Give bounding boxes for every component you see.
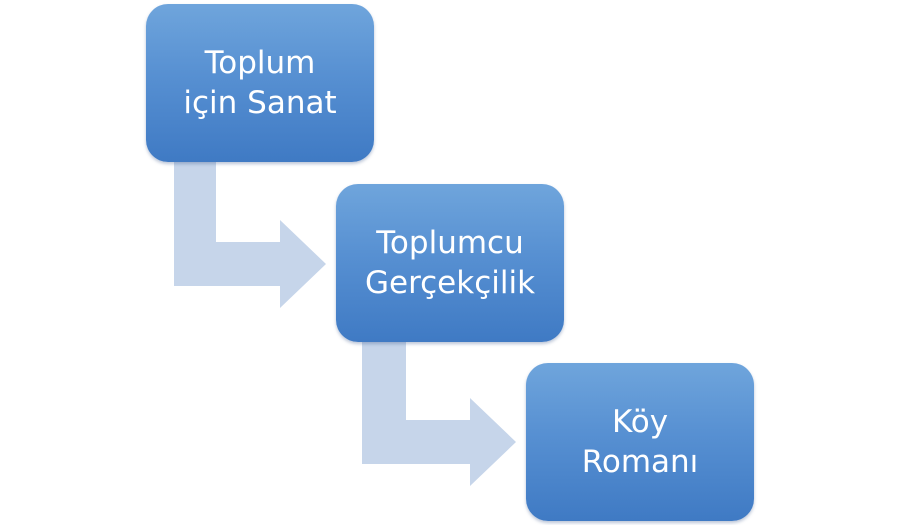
node-toplum-icin-sanat: Toplum için Sanat xyxy=(146,4,374,162)
node-label-line2: Romanı xyxy=(581,444,699,480)
node-label-line1: Köy xyxy=(611,404,669,440)
node-label-line2: Gerçekçilik xyxy=(364,265,536,301)
bent-arrow-icon xyxy=(174,162,326,308)
node-label-line2: için Sanat xyxy=(183,85,337,121)
node-label-line1: Toplum xyxy=(204,45,316,81)
bent-arrow-icon xyxy=(362,342,516,486)
node-toplumcu-gercekcilik: Toplumcu Gerçekçilik xyxy=(336,184,564,342)
node-label-line1: Toplumcu xyxy=(376,225,524,261)
node-koy-romani: Köy Romanı xyxy=(526,363,754,521)
